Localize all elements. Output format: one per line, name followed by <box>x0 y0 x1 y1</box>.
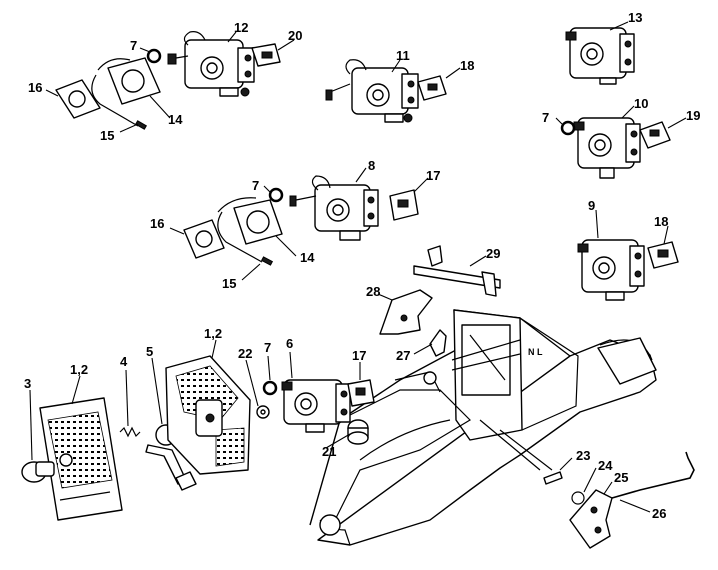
callout-7: 7 <box>542 110 549 125</box>
callout-7: 7 <box>252 178 259 193</box>
screw-3 <box>21 461 55 483</box>
gasket-16b <box>183 219 225 259</box>
lever-28 <box>379 289 433 335</box>
choke-lever-18b <box>647 241 679 269</box>
o-ring-7a <box>146 48 162 64</box>
callout-8: 8 <box>368 158 375 173</box>
callout-19: 19 <box>686 108 700 123</box>
leader-lines <box>29 21 687 513</box>
callout-17: 17 <box>352 348 366 363</box>
carburetor-10 <box>573 117 641 179</box>
carburetor-12 <box>167 31 255 97</box>
callout-1-2: 1,2 <box>70 362 88 377</box>
choke-lever-18a <box>417 75 447 101</box>
carburetor-13 <box>565 27 635 85</box>
callout-14: 14 <box>168 112 183 127</box>
callout-25: 25 <box>614 470 628 485</box>
spring-24 <box>571 491 585 505</box>
carburetor-6 <box>281 379 351 433</box>
callout-16: 16 <box>28 80 42 95</box>
lever-25 <box>569 489 613 549</box>
filter-cover-left <box>39 397 123 521</box>
callout-1-2: 1,2 <box>204 326 222 341</box>
carburetor-9 <box>577 239 645 301</box>
callout-24: 24 <box>598 458 613 473</box>
wire-15a <box>91 74 148 130</box>
callout-21: 21 <box>322 444 336 459</box>
carburetor-11 <box>325 59 419 123</box>
o-ring-7c <box>268 187 284 203</box>
callout-12: 12 <box>234 20 248 35</box>
gasket-14a <box>97 57 161 105</box>
callout-14: 14 <box>300 250 315 265</box>
callout-7: 7 <box>264 340 271 355</box>
choke-lever-17b <box>347 379 375 407</box>
callout-23: 23 <box>576 448 590 463</box>
callout-5: 5 <box>146 344 153 359</box>
callout-18: 18 <box>654 214 668 229</box>
callout-27: 27 <box>396 348 410 363</box>
callout-7: 7 <box>130 38 137 53</box>
callout-9: 9 <box>588 198 595 213</box>
callout-28: 28 <box>366 284 380 299</box>
callout-22: 22 <box>238 346 252 361</box>
callout-26: 26 <box>652 506 666 521</box>
svg-text:N L: N L <box>528 347 543 357</box>
callout-18: 18 <box>460 58 474 73</box>
callout-4: 4 <box>120 354 128 369</box>
callout-11: 11 <box>396 48 410 63</box>
callout-3: 3 <box>24 376 31 391</box>
callout-16: 16 <box>150 216 164 231</box>
wire-15b <box>217 197 274 266</box>
choke-lever-19 <box>639 121 671 149</box>
lever-27 <box>429 329 447 357</box>
gasket-16a <box>55 79 101 119</box>
filter-cover-center <box>165 355 251 475</box>
o-ring-7d <box>262 380 278 396</box>
callout-15: 15 <box>100 128 114 143</box>
filter-ring-21 <box>347 419 369 445</box>
callout-20: 20 <box>288 28 302 43</box>
nut-22 <box>256 405 270 419</box>
callout-6: 6 <box>286 336 293 351</box>
choke-lever-20 <box>251 43 281 67</box>
o-ring-7b <box>560 120 576 136</box>
callout-labels: 12 20 7 16 14 15 11 18 13 10 7 19 8 17 7… <box>24 10 700 521</box>
carburetor-8 <box>289 175 379 241</box>
callout-15: 15 <box>222 276 236 291</box>
spring-4 <box>119 426 141 438</box>
rod-26 <box>611 451 695 499</box>
callout-13: 13 <box>628 10 642 25</box>
callout-10: 10 <box>634 96 648 111</box>
rod-29 <box>413 245 501 297</box>
engine-housing: N L <box>309 309 657 546</box>
callout-29: 29 <box>486 246 500 261</box>
pin-23 <box>543 471 563 485</box>
gasket-14b <box>233 199 283 245</box>
choke-lever-17a <box>389 189 419 221</box>
callout-17: 17 <box>426 168 440 183</box>
